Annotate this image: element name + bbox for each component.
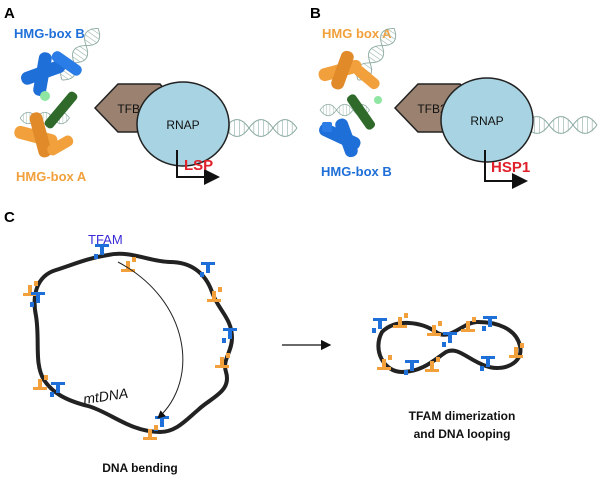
rnap-label: RNAP <box>166 118 199 132</box>
panel-c-letter: C <box>4 209 15 226</box>
rnap-label-b: RNAP <box>470 114 503 128</box>
hmg-box-b-structure-b <box>319 118 361 158</box>
rnap-ellipse-b <box>440 77 534 163</box>
linker-bead <box>40 91 50 101</box>
panel-b: B HMG box A HMG-box B TFB2M RNAP HSP1 <box>310 5 598 189</box>
panel-c: C TFAM mtDNA DNA bending <box>4 209 524 475</box>
dna-bending-caption: DNA bending <box>102 461 178 475</box>
tfam-marker-12 <box>30 292 45 307</box>
panel-a: A HMG-box B HMG-box A TFB2M RNAP LSP <box>4 5 298 185</box>
hmg-box-a-structure-b <box>318 50 380 90</box>
dimerization-caption-line1: TFAM dimerization <box>409 409 516 423</box>
hmg-box-a-label: HMG-box A <box>16 169 87 184</box>
hmg-box-b-structure <box>21 51 82 96</box>
hmg-box-a-structure <box>14 112 74 158</box>
dimerization-caption-line2: and DNA looping <box>414 427 511 441</box>
tfam-marker-5 <box>222 328 237 343</box>
mtdna-label: mtDNA <box>82 385 129 407</box>
linker-bead-b <box>374 96 382 104</box>
mtdna-loop <box>32 251 235 435</box>
looped-dna <box>376 319 523 375</box>
tfam-marker-3 <box>200 262 215 277</box>
hsp1-label: HSP1 <box>491 159 530 176</box>
hsp1-arrow <box>484 150 528 189</box>
linker-helix-b <box>347 94 375 130</box>
rnap-ellipse <box>136 81 230 167</box>
bending-arrow <box>117 261 184 419</box>
panel-b-letter: B <box>310 5 321 22</box>
dna-helix-right <box>224 118 298 138</box>
hmg-box-a-label-b: HMG box A <box>322 26 392 41</box>
tfam-label: TFAM <box>88 232 123 247</box>
lsp-arrow <box>176 150 220 185</box>
hmg-box-b-label: HMG-box B <box>14 26 85 41</box>
linker-helix <box>44 91 78 129</box>
tfam-looped-4 <box>442 332 457 347</box>
lsp-label: LSP <box>184 157 213 174</box>
dna-helix-right-b <box>524 115 598 135</box>
hmg-box-b-label-b: HMG-box B <box>321 164 392 179</box>
panel-a-letter: A <box>4 5 15 22</box>
tfam-looped-2 <box>393 313 408 328</box>
